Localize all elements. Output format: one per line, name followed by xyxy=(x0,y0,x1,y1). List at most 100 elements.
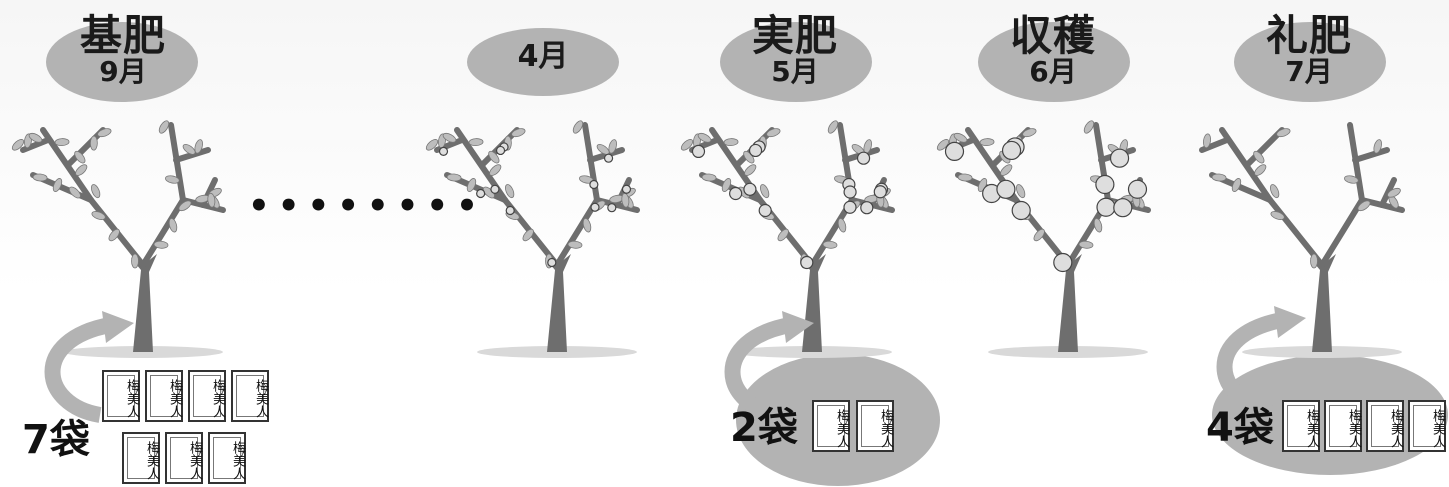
ume-fruit xyxy=(1096,197,1116,217)
tree-leaf xyxy=(837,218,847,233)
bag-label: 梅美人 xyxy=(253,378,268,418)
tree-leaf xyxy=(1253,150,1265,164)
tree-leaf xyxy=(153,240,169,249)
tree-leaf xyxy=(1357,200,1371,212)
tree-leaf xyxy=(1016,184,1026,199)
tree-leaf xyxy=(11,139,25,151)
tree-leaf xyxy=(178,200,192,212)
tree-branch xyxy=(140,197,186,268)
tree-leaf xyxy=(1000,164,1013,176)
tree-leaf xyxy=(1344,175,1359,184)
ume-fruit xyxy=(729,186,743,201)
stage-month: 5月 xyxy=(771,55,819,88)
fertilizer-bag: 梅美人 xyxy=(1408,400,1446,452)
fertilizer-bag: 梅美人 xyxy=(1324,400,1362,452)
bag-label: 梅美人 xyxy=(1346,408,1361,448)
stage-title: 礼肥 xyxy=(1265,11,1352,60)
tree-leaf xyxy=(567,240,583,249)
tree-leaf xyxy=(953,132,968,143)
ume-fruit xyxy=(476,188,486,199)
bag-label: 梅美人 xyxy=(210,378,225,418)
ume-fruit xyxy=(748,143,763,158)
ume-fruit xyxy=(495,145,506,156)
fertilizer-bag: 梅美人 xyxy=(122,432,160,484)
tree-branch xyxy=(1244,127,1285,168)
label-backdrop xyxy=(46,22,198,102)
tree-leaf xyxy=(54,138,70,147)
tree-leaf xyxy=(182,144,196,155)
bag-count-reihi: 4袋 xyxy=(1206,405,1274,451)
ume-fruit xyxy=(589,179,599,190)
tree-leaf xyxy=(1078,240,1094,249)
tree-leaf xyxy=(68,186,81,199)
tree-leaf xyxy=(489,164,502,176)
cycle-arrow xyxy=(1216,312,1284,418)
ume-fruit xyxy=(1053,252,1073,273)
stage-title: 収穫 xyxy=(1009,11,1096,60)
ume-fruit xyxy=(860,201,874,215)
label-backdrop xyxy=(978,22,1130,102)
tree-leaf xyxy=(131,253,139,269)
tree-leaf xyxy=(1270,184,1280,199)
tree-leaf xyxy=(721,178,732,192)
tree-leaf xyxy=(1093,218,1103,233)
tree-leaf xyxy=(425,139,439,151)
ume-fruit xyxy=(843,200,857,214)
tree-leaf xyxy=(28,132,43,143)
tree-leaf xyxy=(1033,228,1045,242)
cycle-arrow xyxy=(44,317,112,423)
fertilizer-bag: 梅美人 xyxy=(812,400,850,452)
tree-leaf xyxy=(582,218,592,233)
tree-leaf xyxy=(1022,128,1037,138)
stage-label-kihi: 基肥 9月 xyxy=(48,14,198,86)
stage-month: 4月 xyxy=(517,39,569,74)
bag-label: 梅美人 xyxy=(144,440,159,480)
ume-fruit xyxy=(607,203,617,213)
tree-leaf xyxy=(74,150,86,164)
ume-fruit xyxy=(603,153,614,163)
ume-fruit xyxy=(1095,174,1115,195)
ellipsis-dots: •••••••• xyxy=(248,186,486,226)
tree-leaf xyxy=(52,178,63,192)
tree-leaf xyxy=(511,128,526,138)
ume-fruit xyxy=(1113,198,1133,218)
ume-fruit xyxy=(490,184,500,194)
tree-leaf xyxy=(701,173,717,182)
bag-label: 梅美人 xyxy=(124,378,139,418)
ume-fruit xyxy=(743,182,757,196)
tree-branch xyxy=(20,137,51,153)
tree-leaf xyxy=(723,138,739,147)
ume-fruit xyxy=(856,151,871,165)
tree-branch xyxy=(65,127,106,168)
tree-leaf xyxy=(1310,253,1318,269)
ume-fruit xyxy=(1109,148,1130,168)
fertilizer-bag: 梅美人 xyxy=(856,400,894,452)
stage-label-mihi: 実肥 5月 xyxy=(720,14,870,86)
tree-leaf xyxy=(697,132,712,143)
cycle-arrow-head xyxy=(102,311,134,343)
ume-fruit xyxy=(758,203,772,218)
tree-leaf xyxy=(957,173,973,182)
bag-label: 梅美人 xyxy=(1430,408,1445,448)
tree-leaf xyxy=(979,138,995,147)
tree-leaf xyxy=(596,144,610,155)
tree-leaf xyxy=(468,138,484,147)
tree-leaf xyxy=(608,139,617,154)
tree-leaf xyxy=(680,139,694,151)
tree-leaf xyxy=(572,120,584,134)
fertilizer-bag: 梅美人 xyxy=(1282,400,1320,452)
ume-fruit xyxy=(691,144,706,158)
tree-leaf xyxy=(1276,128,1291,138)
bag-count-mihi: 2袋 xyxy=(730,405,798,451)
tree-leaf xyxy=(97,128,112,138)
fertilizer-bag: 梅美人 xyxy=(145,370,183,422)
label-backdrop xyxy=(467,28,619,96)
ume-fruit xyxy=(1011,200,1031,221)
tree-branch xyxy=(173,147,211,163)
tree-trunk xyxy=(1056,254,1082,352)
bag-label: 梅美人 xyxy=(1304,408,1319,448)
bag-label: 梅美人 xyxy=(187,440,202,480)
tree-branch xyxy=(1199,137,1230,153)
tree-leaf xyxy=(1083,120,1095,134)
